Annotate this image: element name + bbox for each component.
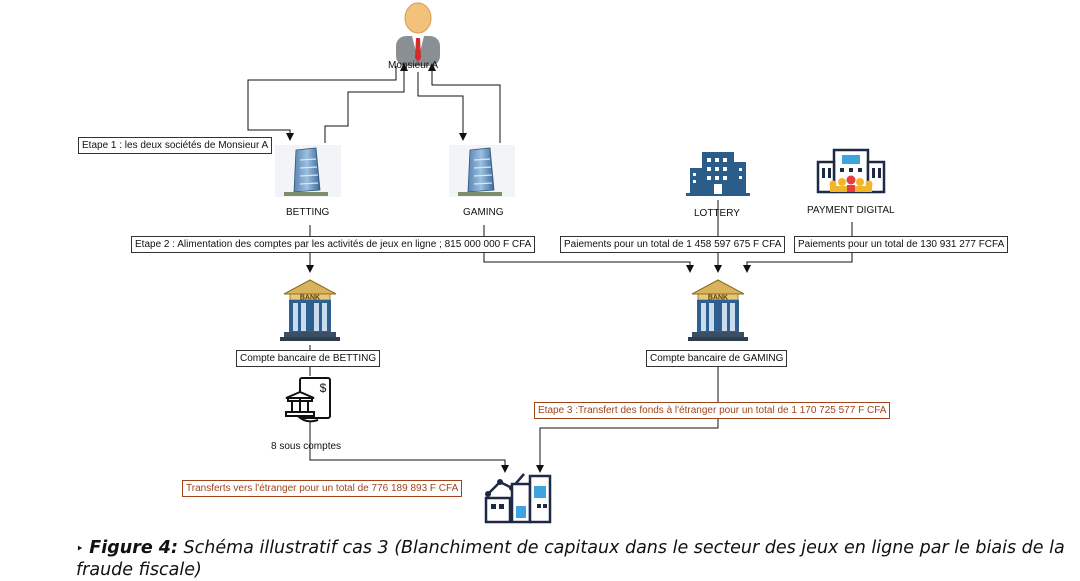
gaming-building-icon xyxy=(449,145,515,197)
lottery-building-icon xyxy=(686,152,750,196)
payment-digital-label: PAYMENT DIGITAL xyxy=(807,205,895,216)
betting-label: BETTING xyxy=(286,207,330,218)
step2-label: Etape 2 : Alimentation des comptes par l… xyxy=(131,236,536,253)
bank-word-2: BANK xyxy=(708,295,728,302)
foreign-transfer-icon xyxy=(484,473,552,524)
caption-text: Schéma illustratif cas 3 (Blanchiment de… xyxy=(76,538,1065,580)
figure-caption: ‣ Figure 4: Schéma illustratif cas 3 (Bl… xyxy=(76,538,1066,581)
step1-label: Etape 1 : les deux sociétés de Monsieur … xyxy=(78,137,273,154)
sub-accounts-icon: $ xyxy=(285,377,331,423)
gaming-bank-icon: BANK xyxy=(688,279,748,341)
betting-bank-icon: BANK xyxy=(280,279,340,341)
person-icon xyxy=(396,2,440,66)
payment-digital-building-icon xyxy=(816,148,886,194)
step3-label: Etape 3 :Transfert des fonds à l'étrange… xyxy=(534,402,891,419)
bank-word-1: BANK xyxy=(300,295,320,302)
payment-digital-amount-label: Paiements pour un total de 130 931 277 F… xyxy=(794,236,1009,253)
caption-marker: ‣ xyxy=(76,542,84,557)
person-name-label: Monsieur A xyxy=(388,60,439,71)
gaming-account-label: Compte bancaire de GAMING xyxy=(646,350,788,367)
payment-lottery-label: Paiements pour un total de 1 458 597 675… xyxy=(560,236,786,253)
lottery-label: LOTTERY xyxy=(694,208,740,219)
gaming-label: GAMING xyxy=(463,207,504,218)
caption-label: Figure 4: xyxy=(89,538,178,558)
transfers-label: Transferts vers l'étranger pour un total… xyxy=(182,480,463,497)
betting-account-label: Compte bancaire de BETTING xyxy=(236,350,381,367)
sub-accounts-label: 8 sous comptes xyxy=(271,441,342,452)
betting-building-icon xyxy=(275,145,341,197)
dollar-sign: $ xyxy=(320,381,327,395)
